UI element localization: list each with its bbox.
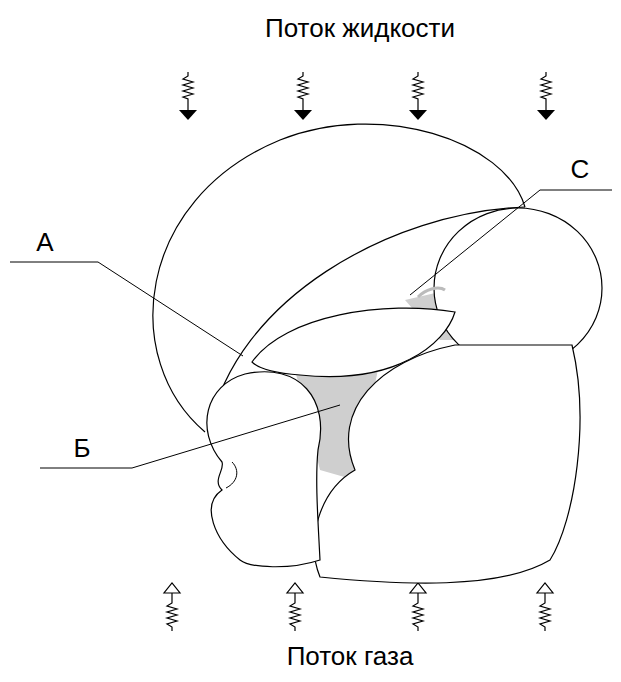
callout-letter: Б: [71, 434, 92, 463]
flow-label: Поток жидкости: [263, 14, 457, 43]
leader-line: [10, 190, 612, 468]
callout-letter: С: [569, 155, 592, 184]
gas-flow-arrows: [164, 583, 553, 631]
callout-letter: А: [34, 228, 55, 257]
liquid-flow-arrows: [179, 72, 555, 120]
packing-element: [207, 372, 321, 567]
flow-label: Поток газа: [285, 642, 416, 671]
packing-element: [314, 345, 580, 583]
packing-element: [434, 208, 602, 368]
